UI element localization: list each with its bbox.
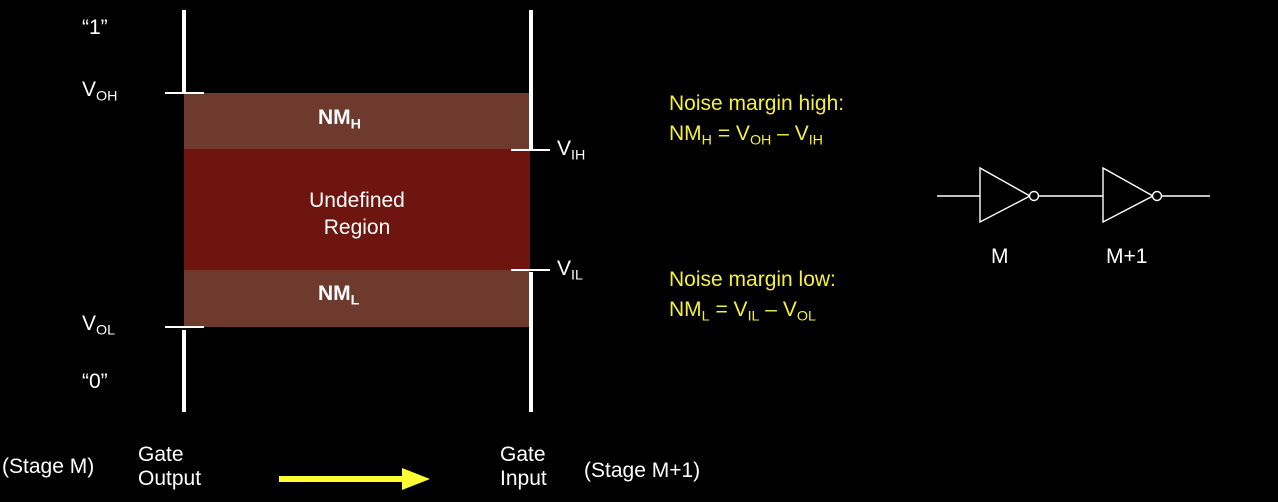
inverter-m1-bubble [1151, 190, 1163, 202]
nmh-band [184, 93, 530, 149]
undefined-region-band [184, 149, 530, 270]
vol-label: VOL [82, 312, 116, 339]
inverter-m1-symbol [1102, 166, 1155, 224]
inverter-m-label: M [991, 245, 1009, 268]
noise-margin-high-equation: NMH = VOH – VIH [669, 122, 823, 149]
logic-one-label: “1” [82, 16, 108, 39]
undefined-region-line1: Undefined [309, 189, 405, 212]
inverter-chain [937, 166, 1210, 224]
gate-input-label: Gate Input [500, 443, 547, 491]
gate-input-line1: Gate [500, 443, 546, 466]
gate-output-label: Gate Output [138, 443, 201, 491]
undefined-region-line2: Region [323, 216, 391, 239]
nml-region-label: NML [318, 282, 360, 309]
noise-margin-low-equation: NML = VIL – VOL [669, 298, 816, 325]
gate-output-line1: Gate [138, 443, 184, 466]
gate-output-line2: Output [138, 467, 202, 490]
stage-m-label: (Stage M) [2, 455, 95, 478]
vil-label: VIL [557, 257, 583, 284]
nml-band [184, 270, 530, 327]
noise-margin-high-title: Noise margin high: [669, 92, 845, 115]
inverter-m-symbol [979, 166, 1032, 224]
stage-m1-label: (Stage M+1) [584, 459, 701, 482]
voh-label: VOH [82, 78, 118, 105]
inverter-m1-label: M+1 [1106, 245, 1148, 268]
noise-margin-low-title: Noise margin low: [669, 268, 836, 291]
vih-label: VIH [557, 137, 586, 164]
gate-input-line2: Input [500, 467, 547, 490]
arrow-head [402, 468, 430, 490]
inverter-m-bubble [1028, 190, 1040, 202]
nmh-region-label: NMH [318, 106, 361, 133]
undefined-region-label: Undefined Region [184, 187, 530, 241]
logic-zero-label: “0” [82, 370, 108, 393]
